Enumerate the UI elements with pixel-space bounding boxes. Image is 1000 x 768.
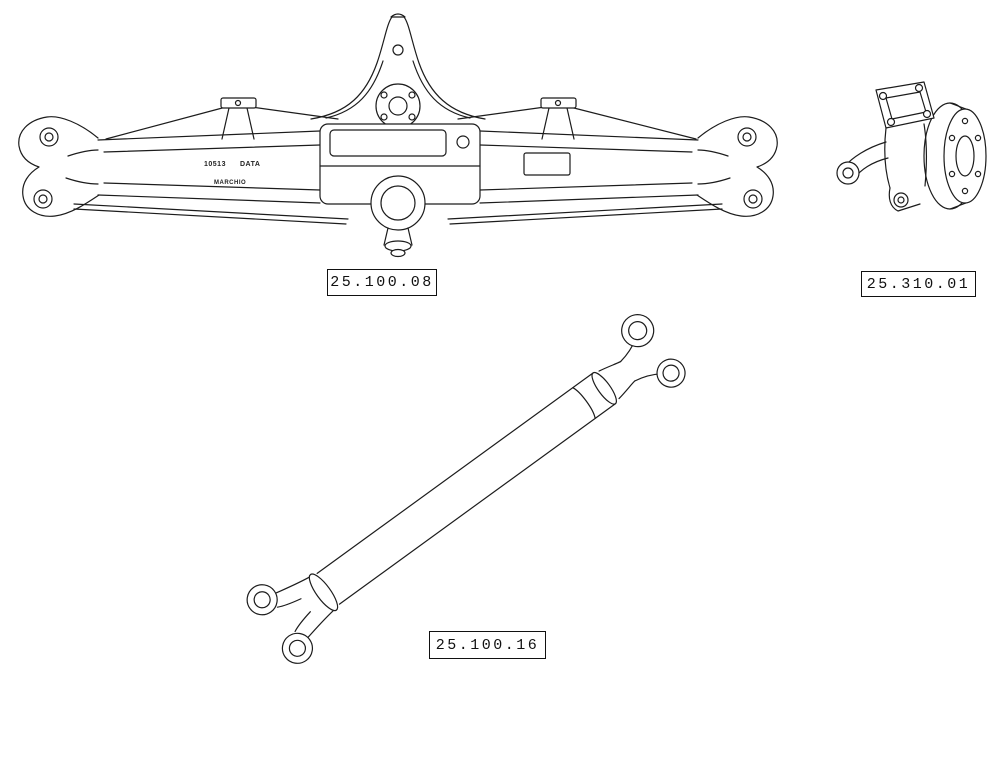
figure-drive-shaft xyxy=(242,292,712,677)
part-code-front-axle: 25.100.08 xyxy=(330,274,434,291)
part-code-drive-shaft: 25.100.16 xyxy=(435,636,540,654)
part-code-box-drive-shaft[interactable]: 25.100.16 xyxy=(429,631,546,659)
part-code-box-knuckle[interactable]: 25.310.01 xyxy=(861,271,976,297)
figure-steering-knuckle-hub xyxy=(826,76,996,234)
axle-serial-marking: 10513 xyxy=(204,161,226,168)
part-code-box-front-axle[interactable]: 25.100.08 xyxy=(327,269,437,296)
steering-knuckle-drawing[interactable] xyxy=(826,76,996,234)
front-axle-drawing[interactable]: 10513 DATA MARCHIO xyxy=(8,6,788,264)
figure-front-axle-assembly: 10513 DATA MARCHIO xyxy=(8,6,788,264)
axle-data-marking: DATA xyxy=(240,161,260,168)
drive-shaft-drawing[interactable] xyxy=(242,292,712,677)
axle-brand-marking: MARCHIO xyxy=(214,180,246,186)
part-code-knuckle: 25.310.01 xyxy=(866,275,971,293)
